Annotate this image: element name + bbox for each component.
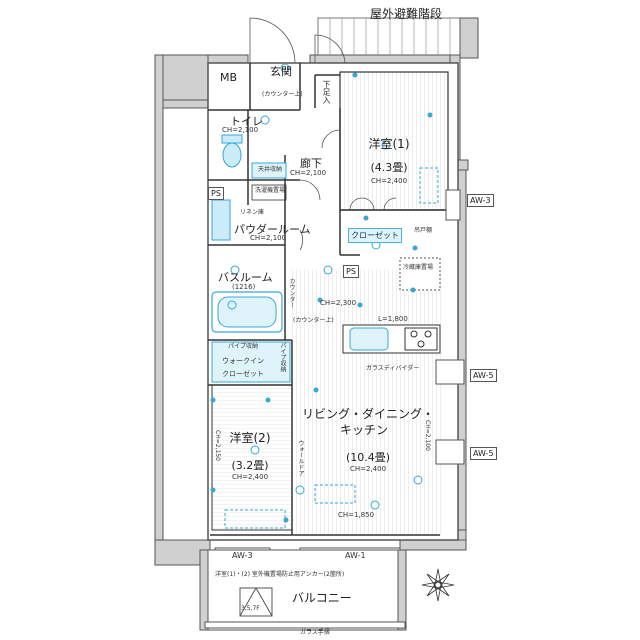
glass-divider-label: ガラスディバイダー <box>366 365 420 372</box>
walkin-closet <box>211 341 291 383</box>
western1-size: (4.3畳) <box>370 161 408 174</box>
hall-doors <box>299 129 341 251</box>
washer-icon <box>251 162 287 179</box>
ldk-ch-v: CH=2,100 <box>424 420 431 451</box>
western2-size: (3.2畳) <box>231 459 269 472</box>
closet-label: クローゼット <box>348 228 402 243</box>
western-room-1 <box>339 71 449 211</box>
stove-icon <box>404 327 438 351</box>
ch1850-label: CH=1,850 <box>338 511 375 519</box>
balcony-note: 洋室(1)・(2) 室外機置場防止用アンカー(2箇所) <box>215 571 345 578</box>
western1-label: 洋室(1) <box>368 137 410 151</box>
western1-ch: CH=2,400 <box>370 177 408 185</box>
counter-label: カウンター <box>288 278 295 308</box>
entrance-door <box>249 17 346 64</box>
closet-doors <box>349 197 397 211</box>
outdoor-stairs-label: 屋外避難階段 <box>370 7 443 21</box>
bathtub-icon <box>211 291 283 333</box>
aw5b-label: AW-5 <box>470 447 497 460</box>
wall-door-label: ウォールドア <box>297 440 304 476</box>
kitchen-counter <box>342 324 441 354</box>
washer-label: 洗濯機置場 <box>255 187 286 194</box>
storage2-label: 吊戸棚 <box>414 227 433 234</box>
toilet-icon <box>221 134 243 168</box>
glass-rail-label: ガラス手摺 <box>300 629 330 636</box>
ldk-label-2: キッチン <box>339 423 389 437</box>
shoe-box-label: 下足入 <box>322 80 331 104</box>
l1800-label: L=1,800 <box>378 315 408 323</box>
aw5a-label: AW-5 <box>470 369 497 382</box>
balcony-label: バルコニー <box>292 591 352 605</box>
toilet-ch: CH=2,100 <box>222 126 259 134</box>
entrance-counter-label: (カウンター上) <box>262 91 303 98</box>
ldk-ch: CH=2,400 <box>349 465 387 473</box>
ch2300-label: CH=2,300 <box>320 299 357 307</box>
walkin1-label: ウォークイン <box>222 357 264 365</box>
ldk-label-1: リビング・ダイニング・ <box>301 407 435 421</box>
aw3b-label: AW-3 <box>232 551 253 560</box>
pipe-v-label: パイプ収納 <box>279 342 286 372</box>
ceiling-light-icon <box>227 63 423 510</box>
bath-label: バスルーム <box>218 271 273 284</box>
fridge-space <box>399 257 441 291</box>
walkin2-label: クローゼット <box>222 370 264 378</box>
storage-outlines <box>224 167 439 529</box>
bath-size: (1216) <box>232 283 256 291</box>
hallway-label: 廊下 <box>300 157 322 170</box>
outlet-icon <box>210 72 433 523</box>
aw1-label: AW-1 <box>345 551 366 560</box>
linen-label: リネン庫 <box>240 209 265 216</box>
interior-walls <box>208 63 448 536</box>
counter2-label: (カウンター上) <box>293 317 334 324</box>
western2-label: 洋室(2) <box>229 431 271 445</box>
toilet-label: トイレ <box>230 115 263 128</box>
ps-label: PS <box>208 187 224 200</box>
fridge-label: 冷蔵庫置場 <box>403 264 434 271</box>
entrance-label: 玄関 <box>270 65 292 78</box>
balcony <box>199 549 407 631</box>
outdoor-stairs <box>317 17 479 59</box>
ps2-label: PS <box>343 265 359 278</box>
storage1-label: 天井収納 <box>258 166 283 173</box>
powder-ch: CH=2,100 <box>250 234 287 242</box>
aw3-label: AW-3 <box>467 194 494 207</box>
powder-label: パウダールーム <box>234 223 311 236</box>
floor-note: 3,5,7F <box>241 605 260 612</box>
pipe-space-label: パイプ収納 <box>228 343 259 350</box>
western2-ch-v: CH=2,150 <box>214 430 221 461</box>
mb-label: MB <box>220 71 238 84</box>
sink-icon <box>211 199 231 241</box>
washer-space <box>251 184 287 201</box>
western2-ch: CH=2,400 <box>231 473 269 481</box>
hallway-ch: CH=2,100 <box>290 169 327 177</box>
compass-icon <box>421 568 455 602</box>
ldk-size: (10.4畳) <box>345 451 391 464</box>
western-room-2 <box>211 384 293 531</box>
ldk-floor <box>292 270 442 535</box>
